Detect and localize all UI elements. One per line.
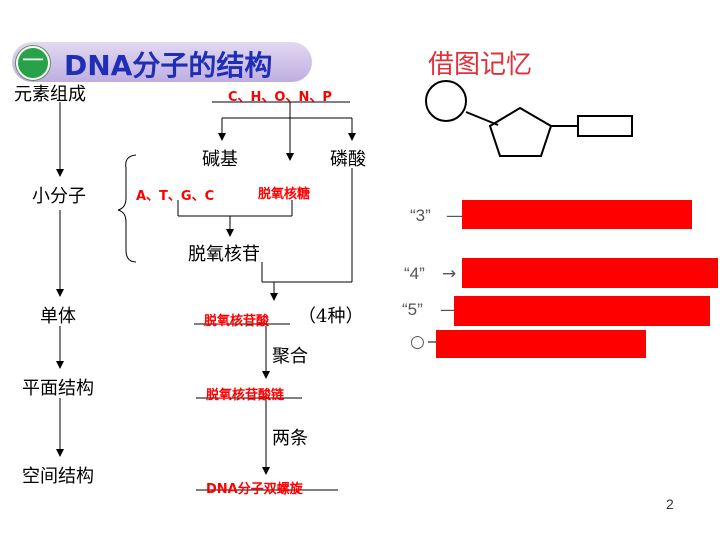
level-small-molecules: 小分子 [32,186,86,207]
memory-answer-box-3 [462,200,692,229]
memory-answer-box-circle [436,330,646,358]
memory-arrow-3: — [446,206,463,226]
memory-arrow-5: — [440,300,457,320]
memory-answer-box-5 [454,296,710,326]
memory-label-4: “4” [404,264,425,283]
memory-label-5: “5” [402,300,423,319]
level-monomer: 单体 [40,306,76,327]
double-helix-answer: DNA分子双螺旋 [206,482,303,497]
sugar-answer: 脱氧核糖 [258,187,311,202]
memory-circle-label: ○ [410,332,425,352]
page-number: 2 [666,496,674,512]
memory-label-3: “3” [410,206,431,225]
memory-arrow-4: → [442,264,457,284]
level-space-structure: 空间结构 [22,466,94,487]
aside-title: 借图记忆 [428,50,533,80]
monomer-answer: 脱氧核苷酸 [204,314,270,329]
level-element-composition: 元素组成 [14,84,86,105]
two-chains-label: 两条 [272,428,308,449]
monomer-count: （4种） [298,306,364,327]
bases-answer: A、T、G、C [136,189,215,204]
phosphate-label: 磷酸 [330,149,366,170]
section-number-badge: 一 [16,46,50,80]
page-title: DNA分子的结构 [64,49,273,82]
polymerize-label: 聚合 [272,346,308,367]
chain-answer: 脱氧核苷酸链 [206,388,285,403]
base-label: 碱基 [202,149,238,170]
nucleoside-label: 脱氧核苷 [188,244,260,265]
elements-answer: C、H、O、N、P [228,90,332,105]
level-plane-structure: 平面结构 [22,378,94,399]
title-banner [12,42,312,82]
memory-answer-box-4 [462,258,718,288]
